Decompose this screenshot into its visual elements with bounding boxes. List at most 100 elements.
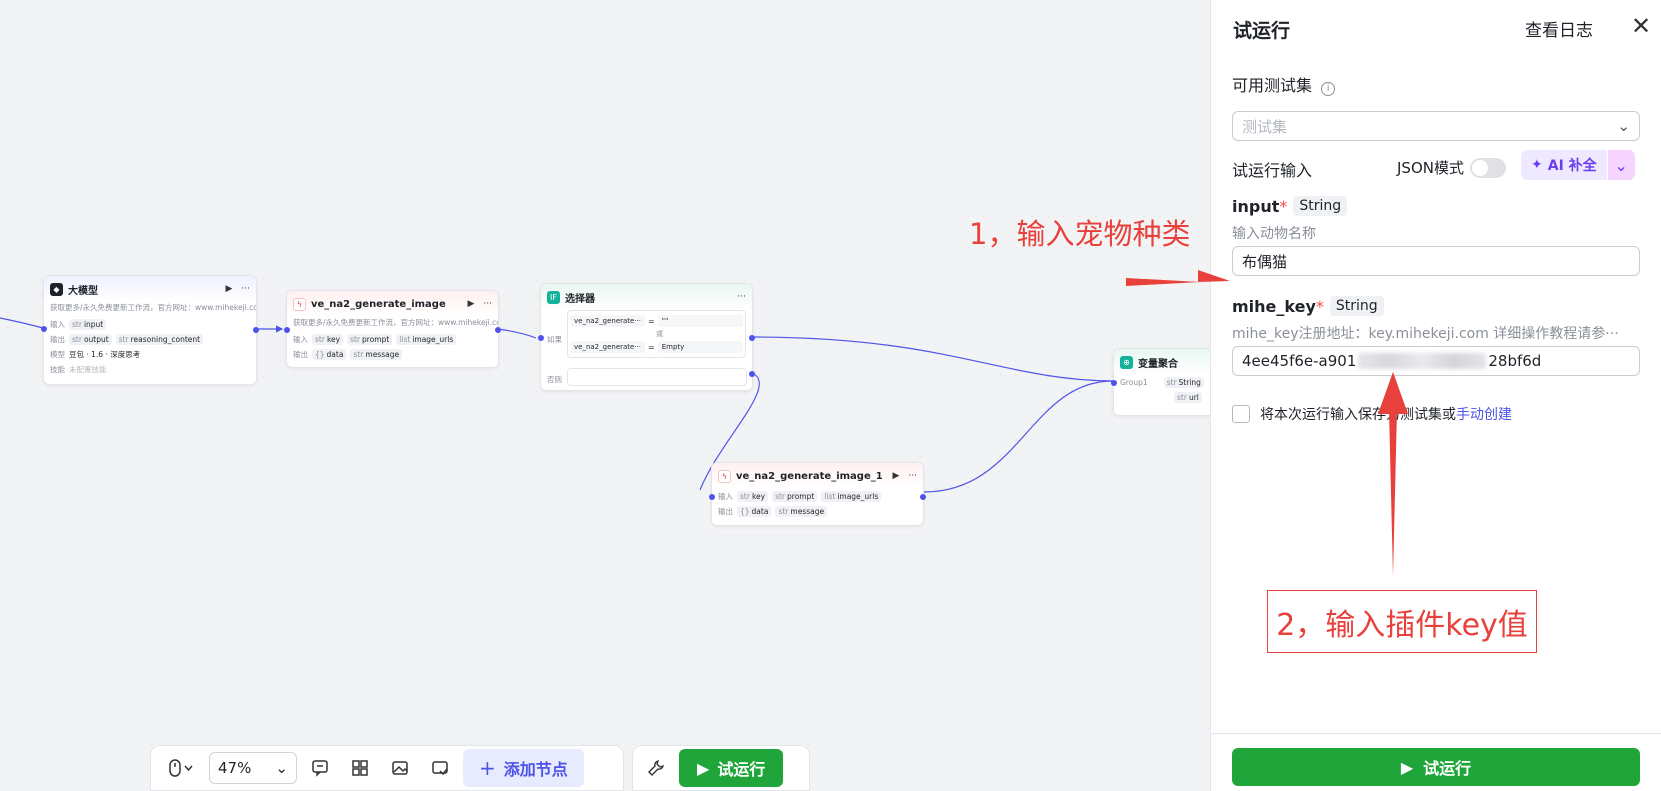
condition-left: ve_na2_generate··· xyxy=(570,341,646,353)
input-label: 输入 xyxy=(50,320,65,329)
layout-button[interactable] xyxy=(343,751,377,785)
wrench-icon[interactable] xyxy=(639,751,673,785)
condition-joiner: 或 xyxy=(656,330,663,338)
output-var-tag: {}data xyxy=(312,349,347,360)
run-node-icon[interactable]: ▶ xyxy=(467,299,475,309)
more-icon[interactable]: ··· xyxy=(737,292,746,302)
zoom-value: 47% xyxy=(218,759,252,777)
test-run-button[interactable]: ▶ 试运行 xyxy=(679,749,784,787)
if-label: 如果 xyxy=(547,335,562,344)
plugin-node-desc: 获取更多/永久免费更新工作流，官方网址：www.mihekeji.co··· xyxy=(293,318,498,327)
mouse-mode-button[interactable] xyxy=(159,751,203,785)
param-mihe-key-name: mihe_key* String xyxy=(1232,296,1384,316)
json-mode: JSON模式 xyxy=(1397,157,1506,178)
param-input-name: input* String xyxy=(1232,196,1348,216)
condition-right: Empty xyxy=(657,341,743,353)
chevron-down-icon[interactable]: ⌄ xyxy=(1606,150,1635,180)
testset-select[interactable]: 测试集 ⌄ xyxy=(1232,111,1640,141)
else-output-port[interactable] xyxy=(749,371,755,377)
input-port[interactable] xyxy=(41,326,47,332)
testset-placeholder: 测试集 xyxy=(1242,117,1288,136)
run-node-icon[interactable]: ▶ xyxy=(225,284,233,294)
param-input-desc: 输入动物名称 xyxy=(1232,226,1316,242)
condition-right: "" xyxy=(657,315,743,327)
more-icon[interactable]: ··· xyxy=(483,299,492,309)
input-port[interactable] xyxy=(538,335,544,341)
output-port[interactable] xyxy=(495,327,501,333)
run-button-label: 试运行 xyxy=(1423,759,1472,778)
plugin-icon: ϟ xyxy=(718,469,731,483)
image-button[interactable] xyxy=(383,751,417,785)
json-mode-toggle[interactable] xyxy=(1469,157,1506,178)
if-output-port[interactable] xyxy=(749,335,755,341)
more-icon[interactable]: ··· xyxy=(241,284,250,294)
input-port[interactable] xyxy=(709,494,715,500)
condition-op: = xyxy=(648,342,655,352)
workflow-canvas[interactable]: ◆ 大模型 ▶ ··· 获取更多/永久免费更新工作流，官方网址：www.mihe… xyxy=(0,0,1210,791)
skill-label: 技能 xyxy=(50,365,65,374)
ai-fill-label: AI 补全 xyxy=(1547,158,1597,174)
save-testset-row: 将本次运行输入保存为测试集或手动创建 xyxy=(1232,404,1512,424)
run-button[interactable]: ▶ 试运行 xyxy=(1232,748,1640,786)
skill-value: 未配置技能 xyxy=(69,365,107,374)
output-label: 输出 xyxy=(293,350,308,359)
model-label: 模型 xyxy=(50,350,65,359)
param-type-badge: String xyxy=(1329,296,1384,316)
view-log-link[interactable]: 查看日志 xyxy=(1525,21,1593,41)
input-port[interactable] xyxy=(1111,380,1117,386)
more-icon[interactable]: ··· xyxy=(908,471,917,481)
selector-node-title: 选择器 xyxy=(565,293,595,305)
canvas-toolbar: 47% ⌄ + 添加节点 xyxy=(150,745,624,791)
info-icon: i xyxy=(1321,82,1336,96)
run-node-icon[interactable]: ▶ xyxy=(892,471,900,481)
manual-create-link[interactable]: 手动创建 xyxy=(1456,407,1512,423)
zoom-select[interactable]: 47% ⌄ xyxy=(209,752,297,784)
save-testset-checkbox[interactable] xyxy=(1232,405,1250,423)
ai-fill-button[interactable]: ✦AI 补全 ⌄ xyxy=(1521,150,1635,180)
input-field[interactable]: 布偶猫 xyxy=(1232,246,1640,276)
llm-node[interactable]: ◆ 大模型 ▶ ··· 获取更多/永久免费更新工作流，官方网址：www.mihe… xyxy=(41,275,259,385)
input-port[interactable] xyxy=(284,327,290,333)
param-type-badge: String xyxy=(1293,196,1348,216)
aggregate-icon: ⊕ xyxy=(1120,355,1133,369)
condition-box[interactable]: ve_na2_generate··· = "" 或 ve_na2_generat… xyxy=(567,310,746,358)
sparkle-icon: ✦ xyxy=(1531,157,1543,173)
test-run-panel: 试运行 查看日志 ✕ 可用测试集 i 测试集 ⌄ 试运行输入 JSON模式 ✦A… xyxy=(1210,0,1661,791)
mihe-key-field[interactable]: 4ee45f6e-a901 28bf6d xyxy=(1232,346,1640,376)
selector-node[interactable]: IF 选择器 ··· 如果 ve_na2_generate··· = "" 或 … xyxy=(538,283,755,391)
annotation-note-1: 1，输入宠物种类 xyxy=(969,217,1191,251)
input-label: 输入 xyxy=(293,335,308,344)
condition-op: = xyxy=(648,316,655,326)
play-icon: ▶ xyxy=(697,758,710,778)
condition-left: ve_na2_generate··· xyxy=(570,315,646,327)
mihe-key-value-end: 28bf6d xyxy=(1488,352,1542,370)
chevron-down-icon: ⌄ xyxy=(275,759,288,777)
json-mode-label: JSON模式 xyxy=(1397,159,1464,177)
minimap-button[interactable] xyxy=(423,751,457,785)
else-label: 否则 xyxy=(547,375,562,384)
comment-button[interactable] xyxy=(303,751,337,785)
plus-icon: + xyxy=(479,756,496,780)
param-mihe-key-desc: mihe_key注册地址：key.mihekeji.com 详细操作教程请参··… xyxy=(1232,326,1619,342)
run-toolbar: ▶ 试运行 xyxy=(632,745,810,791)
output-port[interactable] xyxy=(253,327,259,333)
annotation-note-2: 2，输入插件key值 xyxy=(1267,590,1537,653)
play-icon: ▶ xyxy=(1400,757,1414,777)
add-node-button[interactable]: + 添加节点 xyxy=(463,749,584,787)
close-icon[interactable]: ✕ xyxy=(1630,12,1652,40)
plugin-node[interactable]: ϟ ve_na2_generate_image ▶ ··· 获取更多/永久免费更… xyxy=(284,290,501,368)
output-port[interactable] xyxy=(920,494,926,500)
add-node-label: 添加节点 xyxy=(503,760,568,779)
